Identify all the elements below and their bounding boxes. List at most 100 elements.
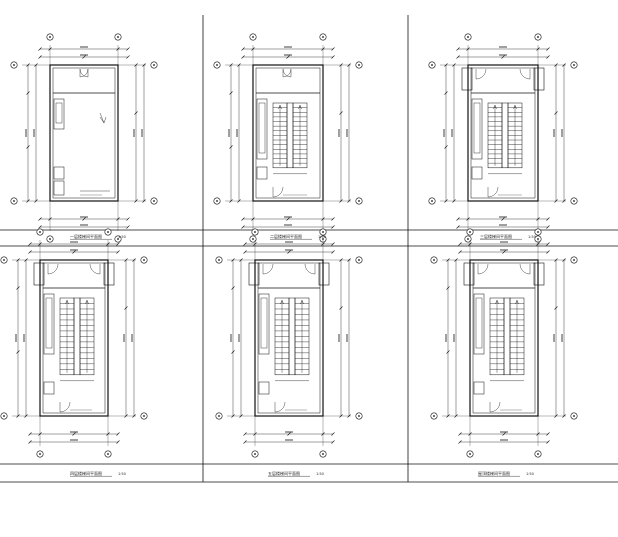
axis-bubble xyxy=(355,412,363,420)
meter-box xyxy=(473,381,485,395)
dimension-line xyxy=(561,258,566,418)
door-swing xyxy=(475,68,487,80)
cabinet-inner xyxy=(45,297,53,349)
panel-title: 五层楼梯间平面图 xyxy=(268,470,300,476)
dimension-line xyxy=(243,241,335,246)
stair-well xyxy=(286,102,294,169)
panel-scale: 1:50 xyxy=(118,472,126,476)
dimension-line xyxy=(451,63,456,203)
balcony-niche xyxy=(318,262,330,286)
door-swing xyxy=(272,186,284,198)
stair-flight xyxy=(507,102,523,169)
dimension-line xyxy=(15,258,20,418)
dimension-line xyxy=(458,431,550,436)
cabinet xyxy=(471,98,483,160)
dimension-line xyxy=(553,258,558,418)
dimension-line xyxy=(236,63,241,203)
balcony-niche xyxy=(248,262,260,286)
axis-bubble xyxy=(534,228,542,236)
balcony-niche xyxy=(33,262,45,286)
axis-bubble xyxy=(430,256,438,264)
dimension-line xyxy=(241,216,335,221)
axis-bubble xyxy=(430,412,438,420)
outer-wall xyxy=(49,64,119,202)
axis-bubble xyxy=(534,450,542,458)
dimension-line xyxy=(28,439,120,444)
dimension-line xyxy=(38,224,130,229)
dimension-line xyxy=(456,46,550,51)
dimension-line xyxy=(453,258,458,418)
door-swing xyxy=(304,263,316,275)
axis-bubble xyxy=(570,197,578,205)
panel-title: 屋顶楼梯间平面图 xyxy=(478,470,510,476)
direction-arrow xyxy=(99,116,107,124)
dimension-line xyxy=(456,54,550,59)
stair-plan-5 xyxy=(215,228,363,458)
meter-box xyxy=(53,166,65,180)
dimension-line xyxy=(238,258,243,418)
axis-bubble xyxy=(140,256,148,264)
panel-scale: 1:50 xyxy=(318,235,326,239)
dimension-line xyxy=(346,258,351,418)
axis-bubble xyxy=(466,228,474,236)
panel-title: 一层楼梯间平面图 xyxy=(70,233,102,239)
axis-bubble xyxy=(213,61,221,69)
axis-bubble xyxy=(251,450,259,458)
axis-bubble xyxy=(428,61,436,69)
dimension-line xyxy=(38,216,130,221)
dimension-line xyxy=(38,54,130,59)
axis-bubble xyxy=(215,412,223,420)
inner-wall xyxy=(42,262,106,414)
dimension-line xyxy=(33,63,38,203)
dimension-line xyxy=(141,63,146,203)
door-swing xyxy=(79,68,89,78)
stair-flight xyxy=(489,297,505,376)
axis-bubble xyxy=(466,450,474,458)
stair-flight xyxy=(79,297,95,376)
stair-flight xyxy=(292,102,308,169)
dimension-line xyxy=(458,439,550,444)
door-swing xyxy=(59,401,71,413)
door-swing xyxy=(487,186,499,198)
dimension-line xyxy=(133,63,138,203)
dimension-line xyxy=(28,241,120,246)
outer-wall xyxy=(254,259,324,417)
stair-flight xyxy=(509,297,525,376)
dimension-line xyxy=(458,241,550,246)
dimension-line xyxy=(25,63,30,203)
dimension-line xyxy=(241,46,335,51)
axis-bubble xyxy=(249,235,257,243)
axis-bubble xyxy=(355,61,363,69)
meter-box xyxy=(471,166,483,180)
door-swing xyxy=(89,263,101,275)
meter-box xyxy=(258,381,270,395)
axis-bubble xyxy=(464,33,472,41)
axis-bubble xyxy=(104,450,112,458)
axis-bubble xyxy=(114,33,122,41)
axis-bubble xyxy=(46,235,54,243)
panel-title: 三层楼梯间平面图 xyxy=(480,233,512,239)
door-swing xyxy=(47,263,59,275)
dimension-line xyxy=(243,439,335,444)
balcony-niche xyxy=(461,67,473,91)
cabinet xyxy=(43,293,55,355)
stair-plan-1 xyxy=(10,33,158,243)
dimension-line xyxy=(458,249,550,254)
dimension-line xyxy=(243,249,335,254)
dimension-line xyxy=(230,258,235,418)
axis-bubble xyxy=(213,197,221,205)
inner-wall xyxy=(470,67,536,199)
sheet-frame xyxy=(0,15,618,483)
dimension-line xyxy=(561,63,566,203)
axis-bubble xyxy=(0,256,8,264)
axis-bubble xyxy=(251,228,259,236)
mailbox xyxy=(53,180,65,196)
door-swing xyxy=(282,68,292,78)
dimension-line xyxy=(123,258,128,418)
door-swing xyxy=(519,263,531,275)
